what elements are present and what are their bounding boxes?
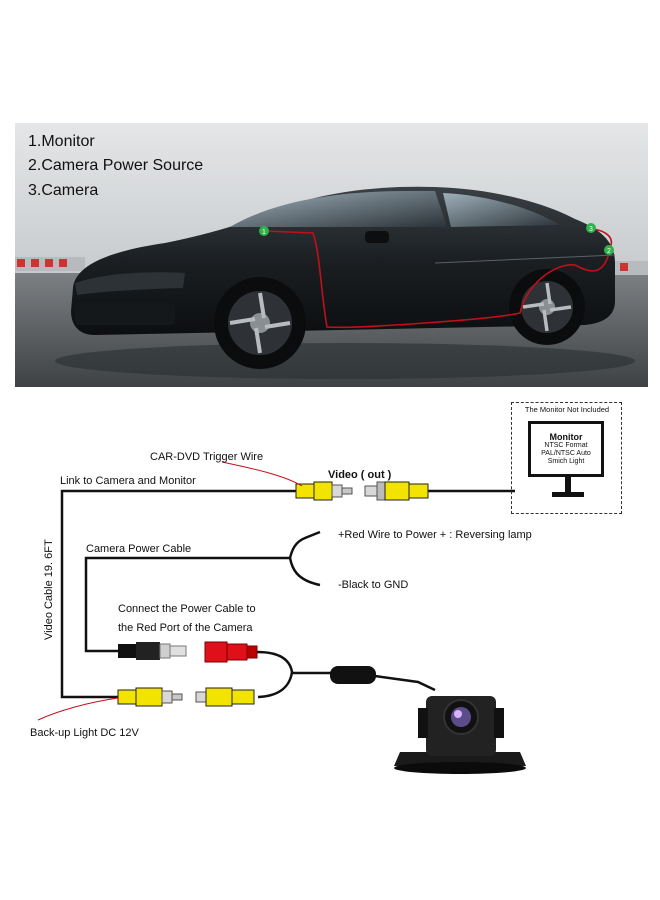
label-red-wire: +Red Wire to Power + : Reversing lamp: [338, 529, 532, 541]
trigger-wire-callout: [221, 461, 303, 487]
monitor-not-included-box: [511, 402, 622, 514]
monitor-stand: [552, 476, 584, 497]
power-split-wire: [288, 557, 321, 587]
yellow-plug-video-right: [364, 481, 429, 501]
wiring-route: [264, 228, 613, 329]
label-car-dvd-trigger: CAR-DVD Trigger Wire: [150, 451, 263, 463]
monitor-format: NTSC Format: [544, 442, 588, 449]
marker-label-2: 2: [607, 248, 611, 255]
backup-light-callout: [37, 697, 119, 721]
legend-monitor: 1.Monitor: [28, 133, 95, 150]
black-power-plug: [118, 642, 187, 660]
label-connect-power-line2: the Red Port of the Camera: [118, 622, 253, 634]
label-video-out: Video ( out ): [328, 469, 392, 481]
monitor-not-included-label: The Monitor Not Included: [524, 405, 610, 414]
camera-pigtail-wire: [256, 650, 436, 699]
label-black-wire: -Black to GND: [338, 579, 408, 591]
front-wheel: [214, 277, 306, 369]
marker-label-3: 3: [589, 226, 593, 233]
legend-camera: 3.Camera: [28, 182, 99, 199]
label-backup-light: Back-up Light DC 12V: [30, 727, 139, 739]
legend-camera-power-source: 2.Camera Power Source: [28, 157, 204, 174]
car-photo: 1 2 3: [15, 123, 648, 387]
wiring-diagram: CAR-DVD Trigger Wire Link to Camera and …: [30, 451, 532, 774]
inline-module: [330, 666, 376, 684]
monitor-screen: Monitor NTSC Format PAL/NTSC Auto Smich …: [528, 421, 604, 477]
yellow-plug-camera-cable: [117, 687, 183, 707]
backup-camera: [394, 696, 526, 774]
rear-wheel: [509, 269, 585, 345]
monitor-auto: PAL/NTSC Auto: [541, 450, 591, 457]
marker-1: 1: [259, 226, 269, 236]
red-power-socket: [204, 641, 258, 663]
video-cable-wire: [60, 489, 296, 699]
marker-3: 3: [586, 223, 596, 233]
marker-label-1: 1: [262, 229, 266, 236]
power-cable-wire: [84, 530, 321, 653]
yellow-socket-camera: [195, 687, 255, 707]
yellow-plug-video-left: [295, 481, 353, 501]
label-link-to-camera: Link to Camera and Monitor: [60, 475, 196, 487]
label-video-cable: Video Cable 19. 6FT: [43, 539, 55, 640]
label-camera-power-cable: Camera Power Cable: [86, 543, 191, 555]
label-connect-power-line1: Connect the Power Cable to: [118, 603, 256, 615]
marker-2: 2: [604, 245, 614, 255]
car-silhouette: [71, 186, 616, 335]
monitor-name: Monitor: [549, 432, 583, 442]
monitor-light: Smich Light: [547, 458, 585, 465]
